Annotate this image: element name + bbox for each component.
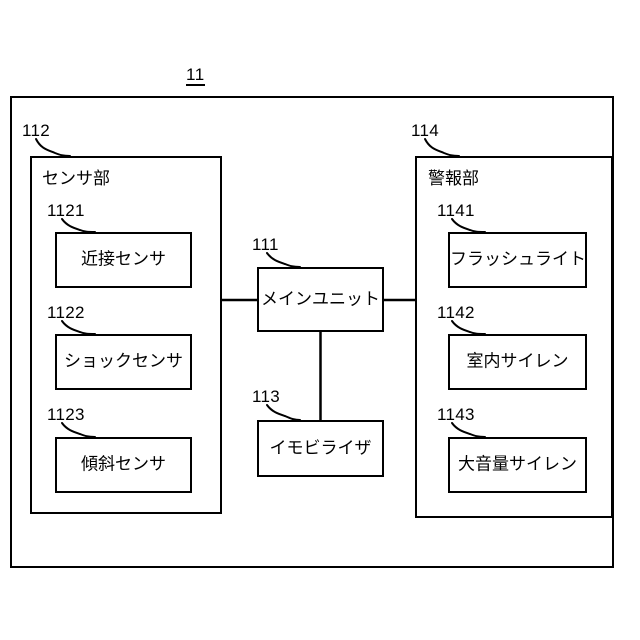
ref-numeral-1142: 1142 bbox=[437, 303, 475, 322]
alarm-item-indoor-siren-label: 室内サイレン bbox=[466, 351, 569, 371]
main-unit-box: メインユニット bbox=[257, 267, 384, 332]
sensor-section-title: センサ部 bbox=[42, 169, 110, 188]
sensor-item-shock: ショックセンサ bbox=[55, 334, 192, 390]
alarm-item-loud-siren: 大音量サイレン bbox=[448, 437, 587, 493]
ref-numeral-114: 114 bbox=[411, 121, 440, 140]
ref-numeral-1123: 1123 bbox=[47, 405, 85, 424]
sensor-item-proximity-label: 近接センサ bbox=[81, 249, 166, 269]
ref-numeral-1122: 1122 bbox=[47, 303, 85, 322]
ref-numeral-1143: 1143 bbox=[437, 405, 475, 424]
alarm-item-indoor-siren: 室内サイレン bbox=[448, 334, 587, 390]
alarm-section-title: 警報部 bbox=[428, 169, 479, 188]
sensor-item-tilt-label: 傾斜センサ bbox=[81, 454, 166, 474]
ref-numeral-113: 113 bbox=[252, 387, 281, 406]
ref-numeral-112: 112 bbox=[22, 121, 51, 140]
alarm-item-flashlight-label: フラッシュライト bbox=[450, 249, 586, 269]
alarm-item-loud-siren-label: 大音量サイレン bbox=[458, 454, 577, 474]
main-unit-label: メインユニット bbox=[261, 289, 380, 309]
immobilizer-label: イモビライザ bbox=[269, 438, 372, 458]
ref-numeral-1141: 1141 bbox=[437, 201, 475, 220]
sensor-item-tilt: 傾斜センサ bbox=[55, 437, 192, 493]
alarm-item-flashlight: フラッシュライト bbox=[448, 232, 587, 288]
sensor-item-proximity: 近接センサ bbox=[55, 232, 192, 288]
ref-numeral-1121: 1121 bbox=[47, 201, 85, 220]
figure-number: 11 bbox=[186, 65, 205, 86]
sensor-item-shock-label: ショックセンサ bbox=[64, 351, 183, 371]
ref-numeral-111: 111 bbox=[252, 235, 279, 254]
immobilizer-box: イモビライザ bbox=[257, 420, 384, 477]
